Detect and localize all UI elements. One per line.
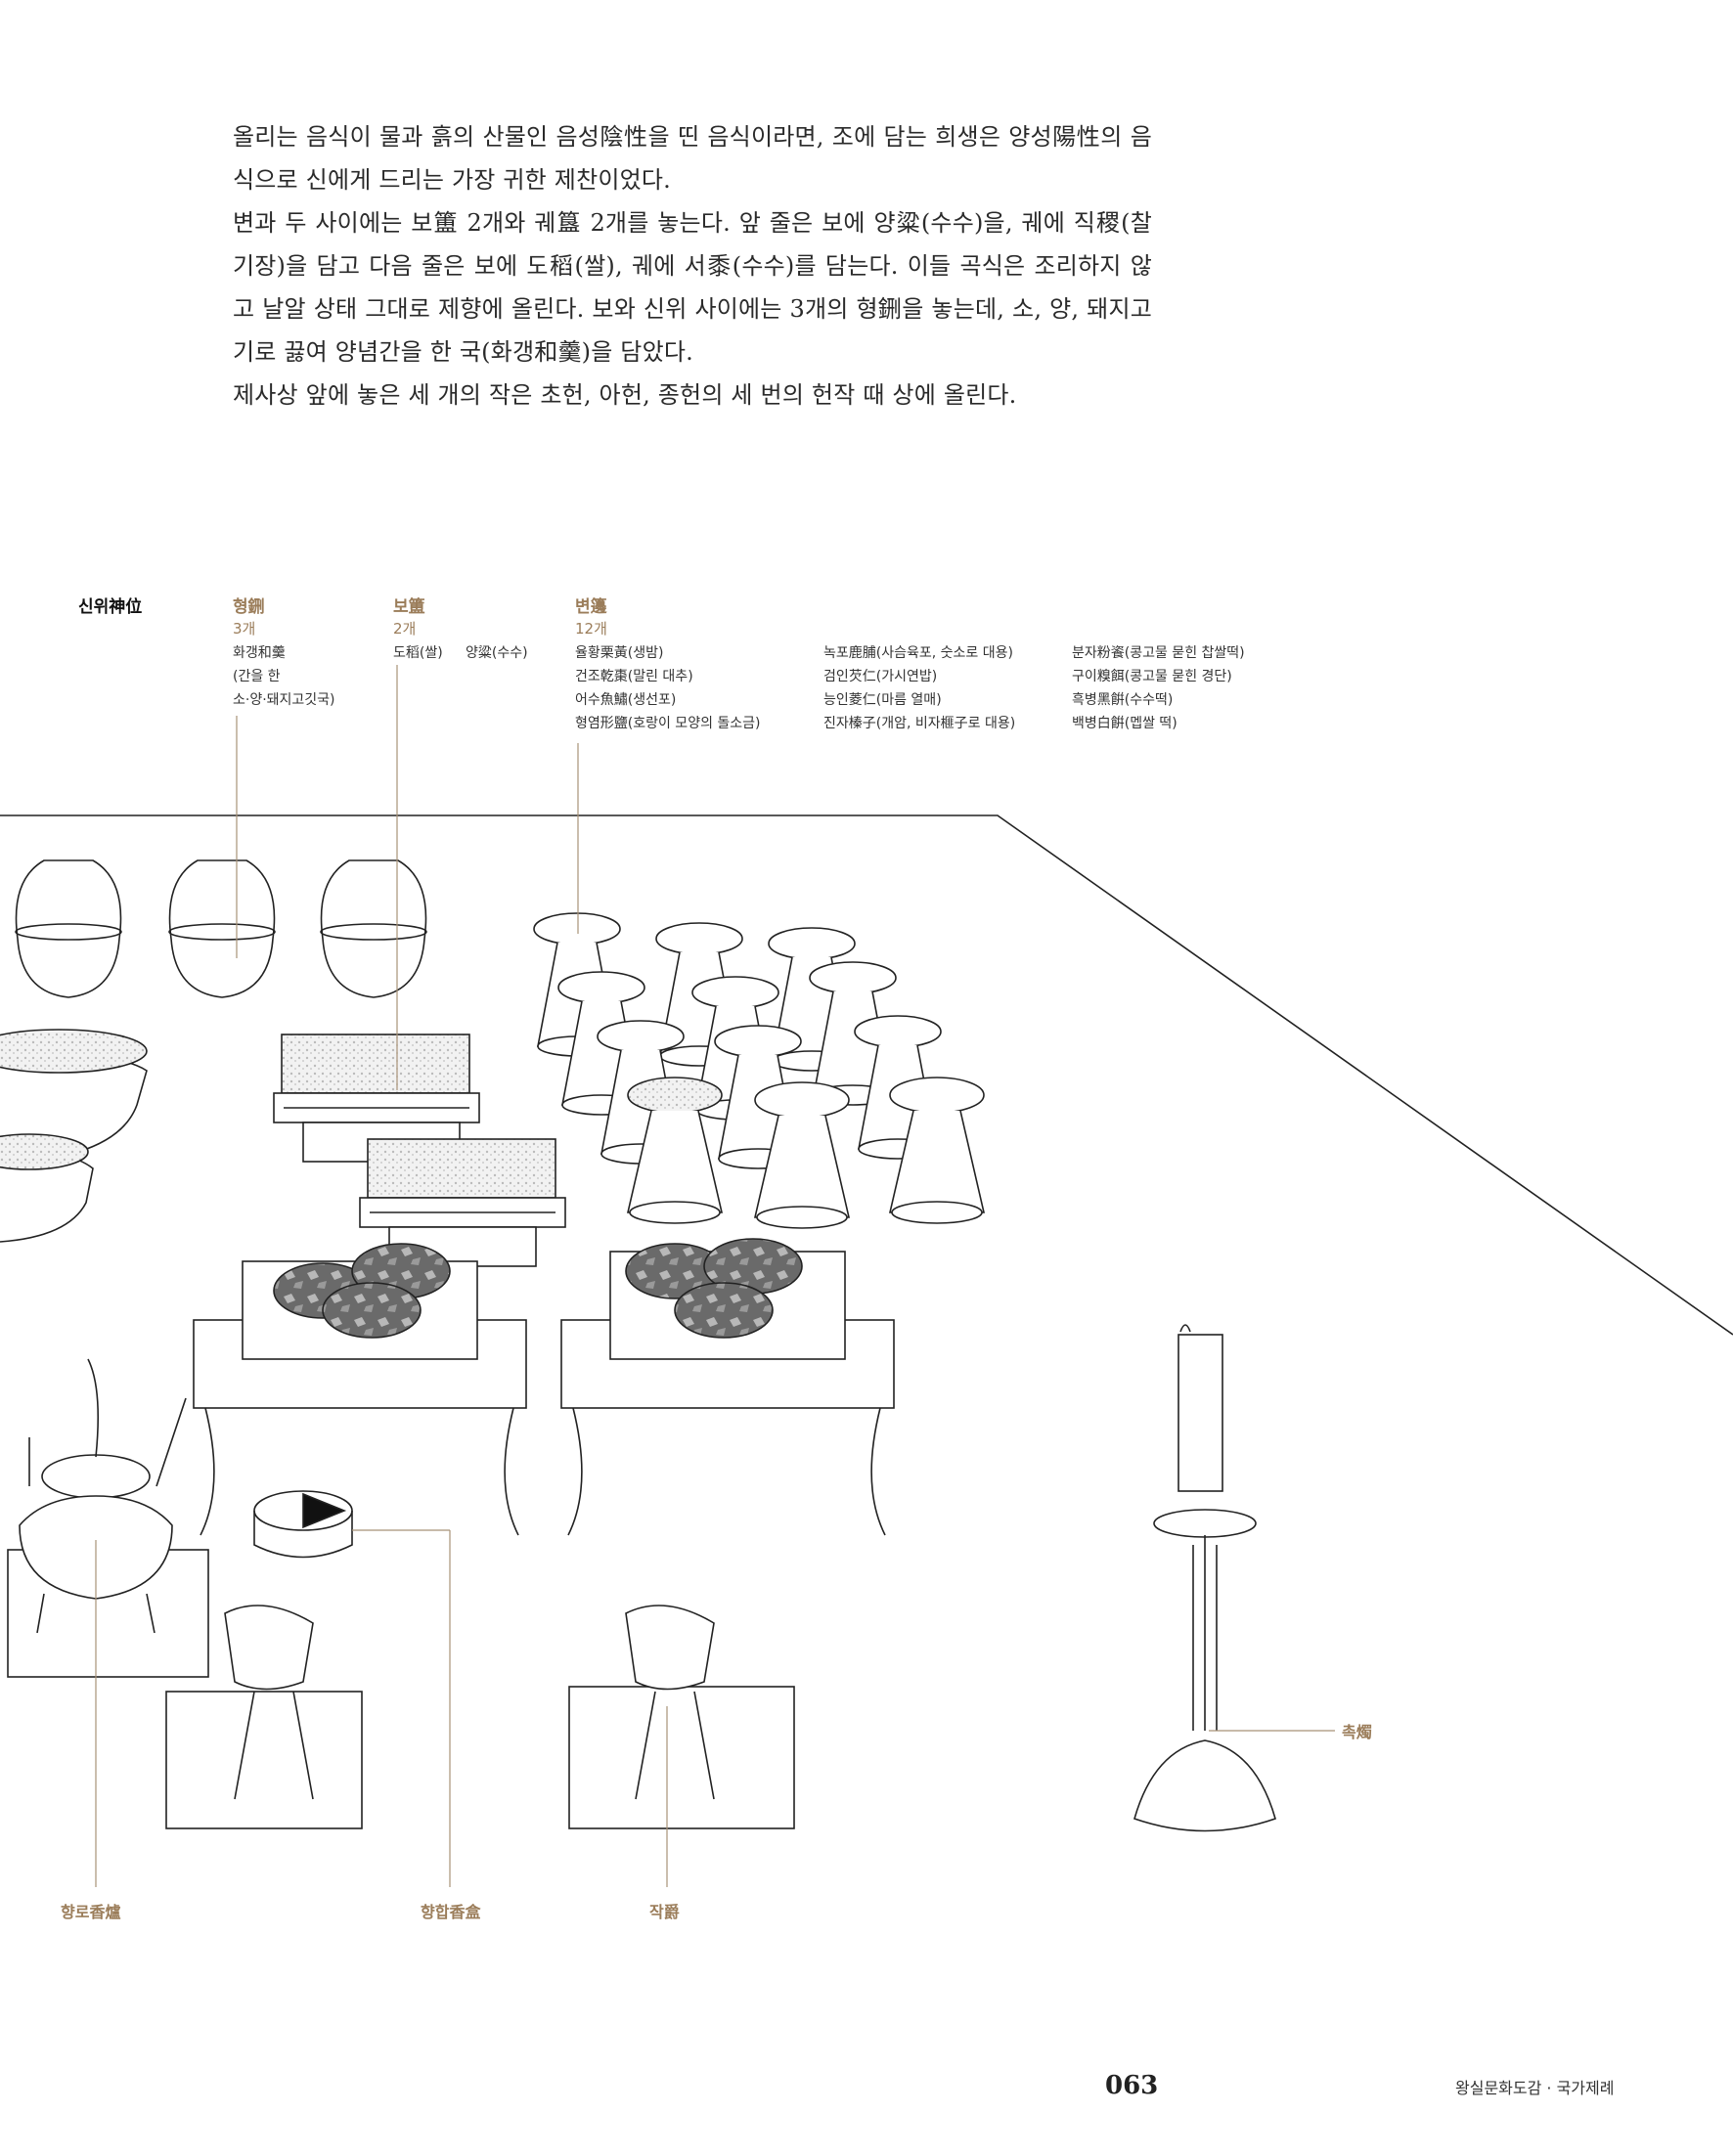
hyeong-count: 3개 <box>233 620 256 638</box>
byeon-item: 어수魚鱐(생선포) <box>575 692 677 708</box>
paragraph-2: 변과 두 사이에는 보簠 2개와 궤簋 2개를 놓는다. 앞 줄은 보에 양粱(… <box>233 209 1152 366</box>
byeon-item: 진자榛子(개암, 비자榧子로 대용) <box>823 716 1016 731</box>
byeon-stands <box>533 912 986 1229</box>
body-text: 올리는 음식이 물과 흙의 산물인 음성陰性을 띤 음식이라면, 조에 담는 희… <box>233 115 1152 417</box>
table-edge <box>0 814 1733 1336</box>
chok-candlestick <box>1133 1324 1276 1832</box>
hyanghap-label: 향합香盒 <box>421 1903 481 1921</box>
hyeong-item: 소·양·돼지고깃국) <box>233 692 335 708</box>
byeon-title: 변籩 <box>575 597 607 617</box>
byeon-item: 건조乾棗(말린 대추) <box>575 669 693 684</box>
byeon-item: 검인芡仁(가시연밥) <box>823 669 938 684</box>
running-title: 왕실문화도감 · 국가제례 <box>1455 2079 1615 2097</box>
paragraph-1: 올리는 음식이 물과 흙의 산물인 음성陰性을 띤 음식이라면, 조에 담는 희… <box>233 123 1152 194</box>
jak-cups <box>165 1605 795 1829</box>
hyeong-item: 화갱和羹 <box>233 645 286 661</box>
bo-count: 2개 <box>393 620 417 638</box>
bo-title: 보簠 <box>393 597 425 617</box>
bo-item: 도稻(쌀) <box>393 645 443 661</box>
byeon-item: 구이糗餌(콩고물 묻힌 경단) <box>1072 669 1232 684</box>
byeon-item: 백병白餠(멥쌀 떡) <box>1072 716 1178 731</box>
sinwi-label: 신위神位 <box>78 597 143 617</box>
page-number: 063 <box>1105 2071 1159 2100</box>
hyeong-item: (간을 한 <box>233 669 281 684</box>
hyangno-censer <box>7 1358 209 1678</box>
jo-tables <box>193 1238 895 1536</box>
byeon-item: 형염形鹽(호랑이 모양의 돌소금) <box>575 716 761 731</box>
gwe-bowls <box>0 1029 148 1243</box>
hyeong-title: 형鉶 <box>233 597 265 617</box>
hyangno-label: 향로香爐 <box>61 1903 121 1921</box>
hyeong-vessels <box>15 859 427 998</box>
chok-label: 촉燭 <box>1342 1723 1372 1741</box>
byeon-count: 12개 <box>575 620 607 638</box>
jak-label: 작爵 <box>649 1903 680 1921</box>
paragraph-3: 제사상 앞에 놓은 세 개의 작은 초헌, 아헌, 종헌의 세 번의 헌작 때 … <box>233 381 1017 409</box>
byeon-item: 율황栗黃(생밤) <box>575 645 664 661</box>
byeon-item: 능인菱仁(마름 열매) <box>823 692 942 708</box>
byeon-item: 분자粉餈(콩고물 묻힌 찹쌀떡) <box>1072 645 1245 661</box>
hyanghap-box <box>253 1490 353 1559</box>
bo-item: 양粱(수수) <box>466 645 528 661</box>
bo-boxes <box>273 1034 566 1267</box>
byeon-item: 녹포鹿脯(사슴육포, 숫소로 대용) <box>823 645 1013 661</box>
byeon-item: 흑병黑餠(수수떡) <box>1072 692 1174 708</box>
